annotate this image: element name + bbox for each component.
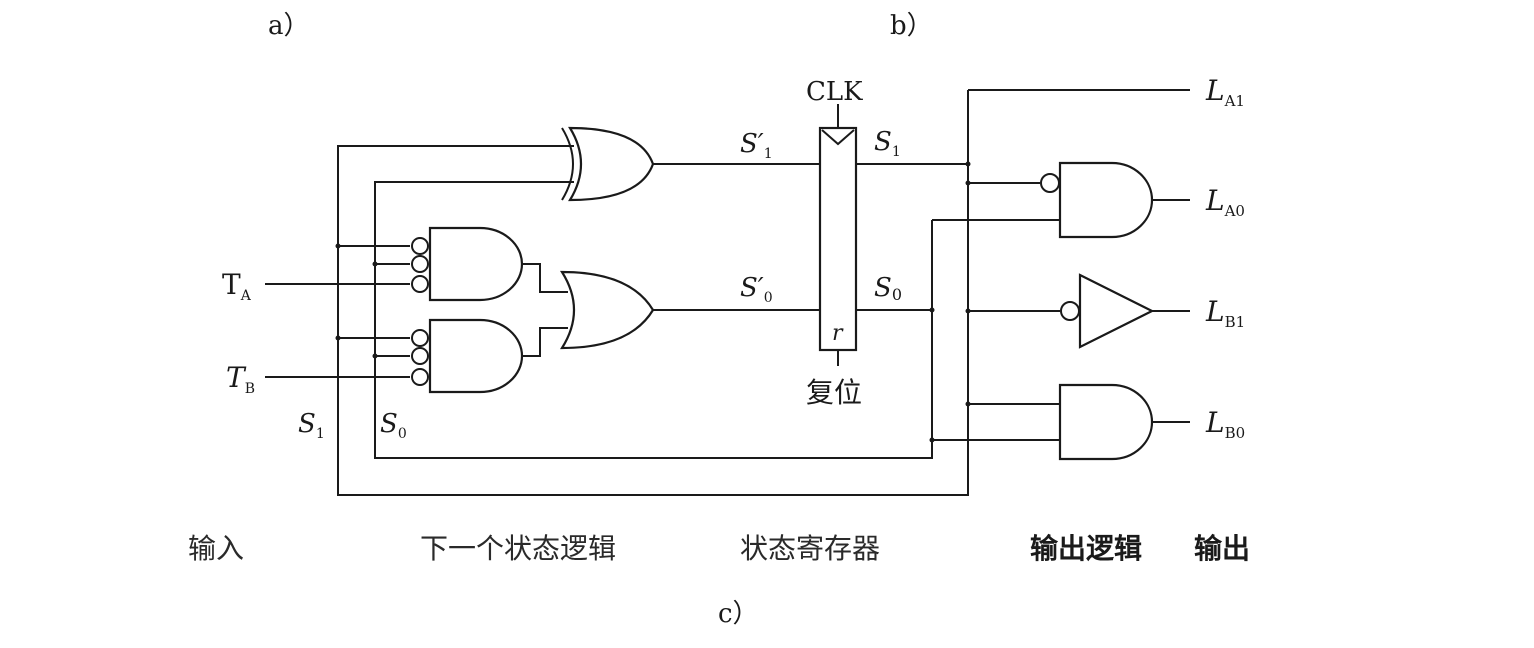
label-reset: 复位 [806,376,862,409]
section-output: 输出 [1194,532,1250,565]
and-gate-a0 [1040,161,1154,239]
label-la1: LA1 [1205,74,1245,110]
caption-b: b） [890,11,933,41]
and-gate-b0 [1058,383,1154,461]
section-state-register: 状态寄存器 [740,532,880,565]
wires [265,89,1190,496]
label-clk: CLK [806,77,863,107]
section-output-logic: 输出逻辑 [1030,532,1142,565]
and-gate-top [411,226,524,302]
label-s0-prime: S′0 [740,273,773,306]
label-r: r [832,321,844,346]
or-gate [560,270,655,350]
label-la0: LA0 [1205,184,1245,220]
caption-c: c） [718,599,759,629]
label-q1: S1 [874,127,901,160]
state-register [818,126,858,352]
wire-s0-feedback [374,181,933,459]
caption-a: a） [268,11,310,41]
inverter-b1 [1060,273,1155,349]
label-lb0: LB0 [1205,406,1245,442]
label-tb: TB [226,361,255,397]
section-next-state-logic: 下一个状态逻辑 [420,532,616,565]
section-input: 输入 [188,532,244,565]
label-s1-feedback: S1 [298,409,325,442]
label-s1-prime: S′1 [740,129,773,162]
wire-s1-feedback [337,90,969,496]
label-q0: S0 [874,273,902,304]
label-s0-feedback: S0 [380,409,407,442]
label-lb1: LB1 [1205,295,1245,331]
and-gate-bottom [411,318,524,394]
junctions [335,161,971,443]
xor-gate [561,126,655,202]
label-ta: TA [222,268,252,304]
